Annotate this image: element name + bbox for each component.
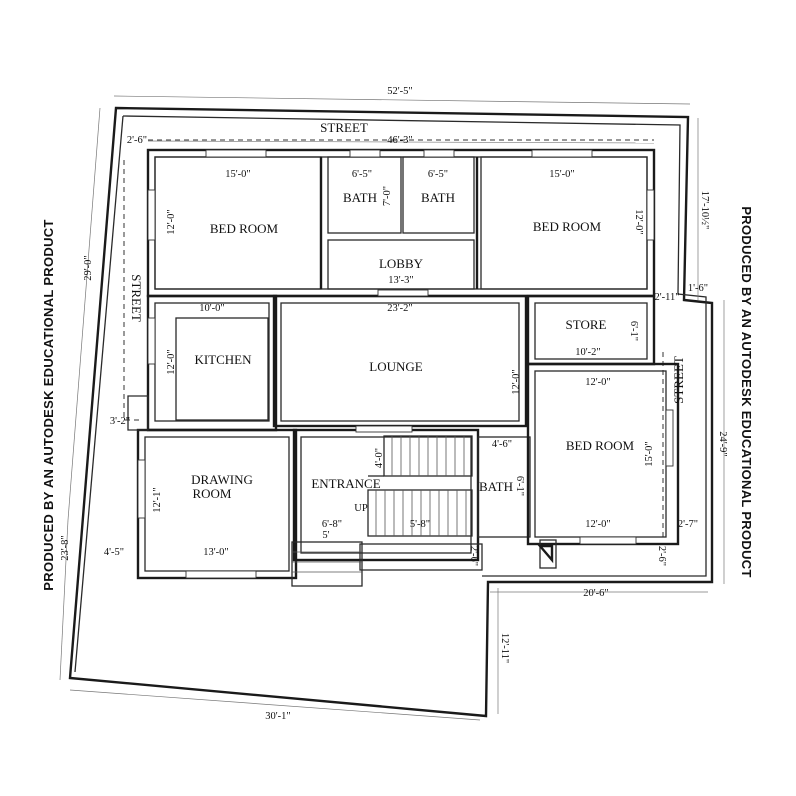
street-right-label: STREET xyxy=(671,356,686,404)
stair-width: 5'-8" xyxy=(410,519,430,530)
overall-top-width: 52'-5" xyxy=(387,86,412,97)
perimeter-dimensions: 29'-0" 23'-8" 3'-2" 4'-5" 17'-10½" 2'-11… xyxy=(60,191,728,722)
plot-boundary xyxy=(68,106,714,718)
left-offset-top: 2'-6" xyxy=(127,135,147,146)
room-labels: BED ROOM BATH BATH BED ROOM LOBBY KITCHE… xyxy=(191,190,634,501)
bath-1-label: BATH xyxy=(343,190,377,205)
watermark-left: PRODUCED BY AN AUTODESK EDUCATIONAL PROD… xyxy=(41,219,56,590)
lounge-label: LOUNGE xyxy=(369,359,422,374)
bath-1-width: 6'-5" xyxy=(352,169,372,180)
room-dimensions: 52'-5" 46'-3" 2'-6" 15'-0" 12'-0" 6'-5" … xyxy=(127,86,655,558)
bed-room-2-depth: 12'-0" xyxy=(633,209,644,234)
lounge-depth: 12'-0" xyxy=(511,369,522,394)
lounge-width: 23'-2" xyxy=(387,303,412,314)
street-top-label: STREET xyxy=(320,120,368,135)
drawing-room-width: 13'-0" xyxy=(203,547,228,558)
left-jog: 3'-2" xyxy=(110,416,130,427)
store-label: STORE xyxy=(566,317,607,332)
lobby-label: LOBBY xyxy=(379,256,424,271)
street-left-label: STREET xyxy=(129,274,144,322)
right-bottom-2: 2'-6" xyxy=(656,546,667,566)
drawing-room-label-2: ROOM xyxy=(192,486,231,501)
drawing-room-depth: 12'-1" xyxy=(152,487,163,512)
kitchen-depth: 12'-0" xyxy=(166,349,177,374)
drawing-room-label-1: DRAWING xyxy=(191,472,253,487)
bed-room-3-depth: 15'-0" xyxy=(644,441,655,466)
street-lanes xyxy=(123,139,664,540)
left-depth-2: 23'-8" xyxy=(60,535,71,560)
lower-room-walls xyxy=(127,362,680,580)
bottom-depth: 12'-11" xyxy=(499,633,510,663)
right-top: 17'-10½" xyxy=(699,191,710,230)
staircase xyxy=(367,435,473,537)
bed-room-3-width: 12'-0" xyxy=(585,377,610,388)
bed-room-1-depth: 12'-0" xyxy=(166,209,177,234)
bottom-width: 20'-6" xyxy=(583,588,608,599)
kitchen-label: KITCHEN xyxy=(194,352,252,367)
left-bottom: 4'-5" xyxy=(104,547,124,558)
bath-3-depth: 6'-1" xyxy=(514,476,525,496)
kitchen-width: 10'-0" xyxy=(199,303,224,314)
entrance-label: ENTRANCE xyxy=(311,476,380,491)
store-width: 10'-2" xyxy=(575,347,600,358)
windows xyxy=(137,149,674,579)
bed-room-1-width: 15'-0" xyxy=(225,169,250,180)
entrance-step: 5' xyxy=(322,530,329,541)
bath-1-depth: 7'-0" xyxy=(382,186,393,206)
right-gap: 2'-11" xyxy=(654,292,679,303)
street-labels: STREET STREET STREET xyxy=(129,120,686,404)
left-depth-1: 29'-0" xyxy=(83,255,94,280)
lobby-width: 13'-3" xyxy=(388,275,413,286)
porch-steps xyxy=(291,541,363,587)
bed-room-1-label: BED ROOM xyxy=(210,221,279,236)
dimension-lines xyxy=(59,95,725,721)
bed-room-3-bottom: 12'-0" xyxy=(585,519,610,530)
store-depth: 6'-1" xyxy=(628,321,639,341)
watermark-right: PRODUCED BY AN AUTODESK EDUCATIONAL PROD… xyxy=(739,206,754,577)
entrance-width: 6'-8" xyxy=(322,519,342,530)
bath-3-label: BATH xyxy=(479,479,513,494)
watermarks: PRODUCED BY AN AUTODESK EDUCATIONAL PROD… xyxy=(41,206,754,590)
right-jog: 1'-6" xyxy=(688,283,708,294)
right-depth: 24'-9" xyxy=(717,431,728,456)
stair-up-label: UP xyxy=(354,503,368,514)
bed-room-2-width: 15'-0" xyxy=(549,169,574,180)
bed-room-3-label: BED ROOM xyxy=(566,438,635,453)
right-bottom-1: 2'-7" xyxy=(678,519,698,530)
bath-3-width: 4'-6" xyxy=(492,439,512,450)
bath-2-label: BATH xyxy=(421,190,455,205)
stair-depth: 4'-0" xyxy=(374,448,385,468)
bath-2-width: 6'-5" xyxy=(428,169,448,180)
bottom-partial: 30'-1" xyxy=(265,711,290,722)
porch-gap: 2'-6" xyxy=(468,546,479,566)
street-width: 46'-3" xyxy=(387,135,412,146)
bed-room-2-label: BED ROOM xyxy=(533,219,602,234)
